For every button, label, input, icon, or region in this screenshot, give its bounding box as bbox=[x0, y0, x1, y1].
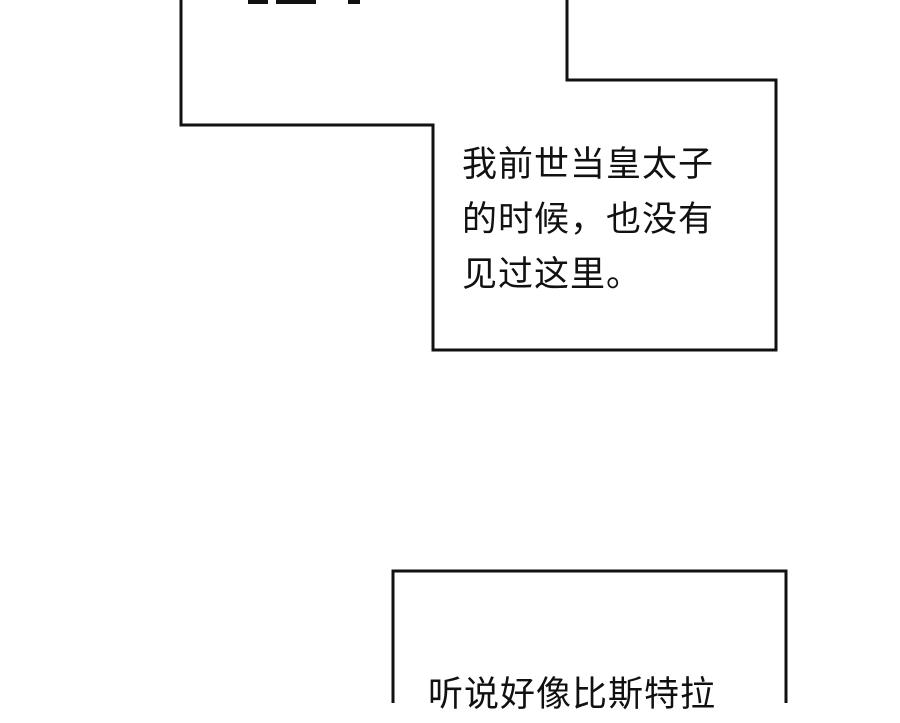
speech-text-line: 听说好像比斯特拉 bbox=[428, 675, 717, 715]
speech-text-line: 的时候，也没有 bbox=[462, 200, 715, 240]
cropped-text-fragment bbox=[248, 0, 378, 4]
speech-box-1-border bbox=[179, 0, 778, 352]
speech-text-line: 见过这里。 bbox=[462, 255, 643, 295]
speech-box-frames bbox=[179, 0, 788, 703]
speech-box-2-border bbox=[391, 569, 788, 703]
speech-text-line: 我前世当皇太子 bbox=[462, 145, 715, 185]
